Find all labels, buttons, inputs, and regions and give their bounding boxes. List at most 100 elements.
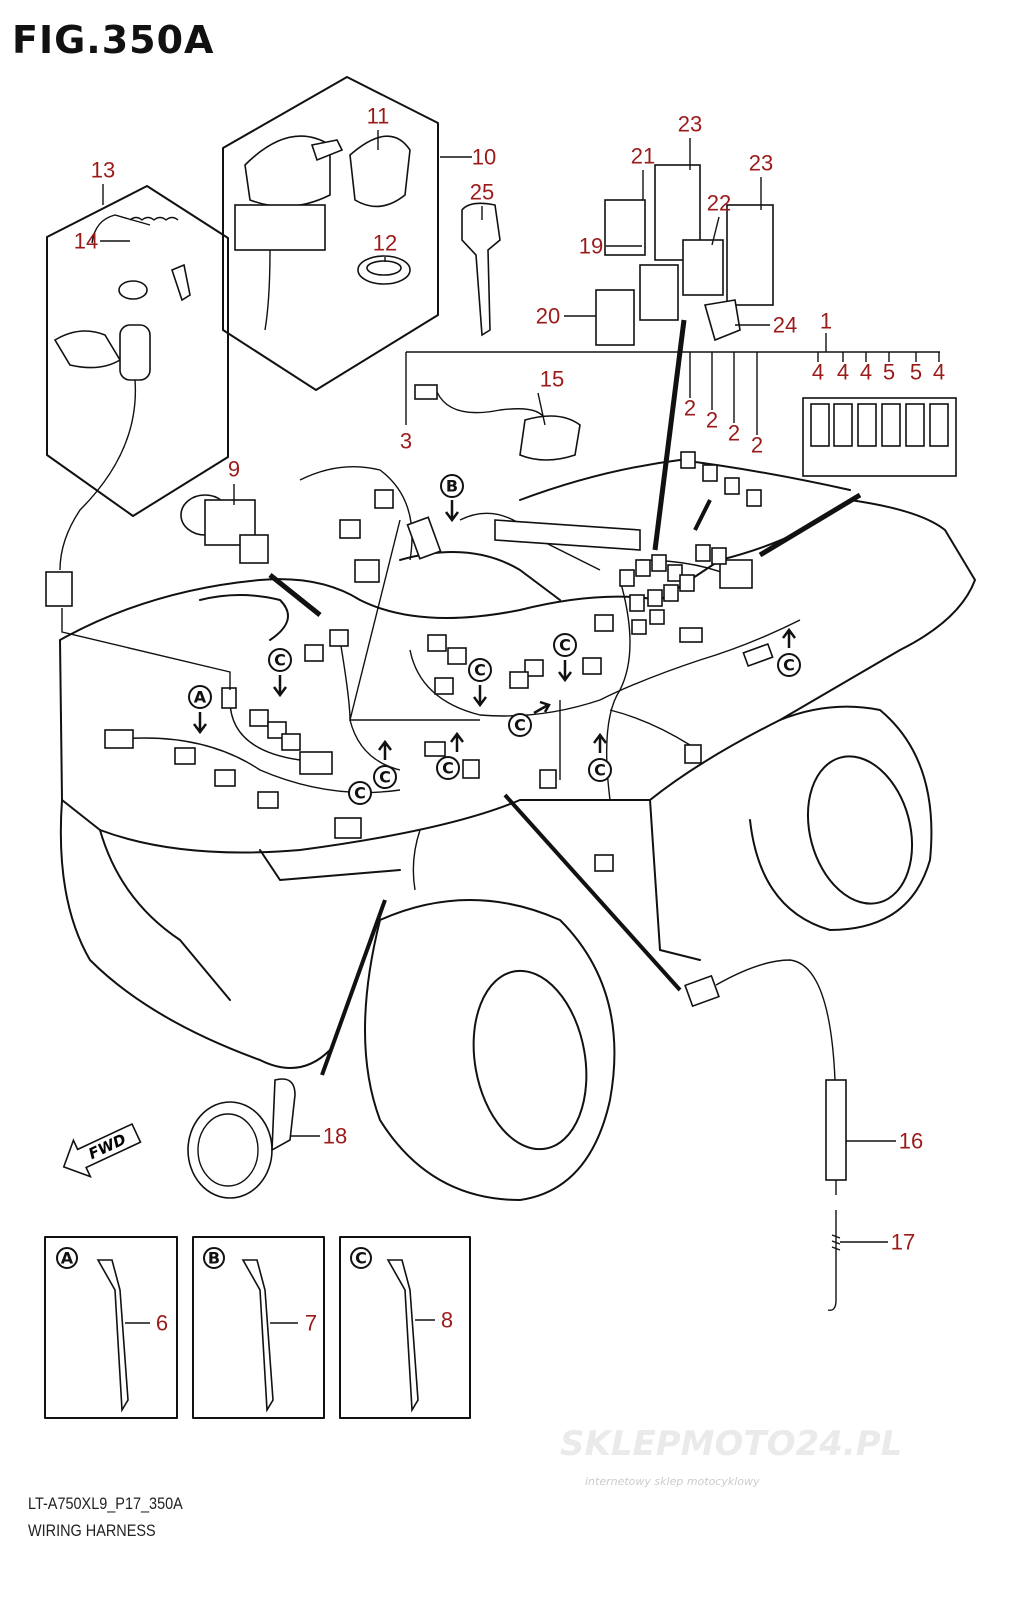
handlebar-grip xyxy=(494,519,641,551)
leader-lines xyxy=(100,130,896,1243)
connector xyxy=(594,614,614,632)
part-9 xyxy=(180,494,269,564)
callout-3[interactable]: 3 xyxy=(400,429,412,454)
svg-text:C: C xyxy=(442,759,454,778)
callout-2[interactable]: 2 xyxy=(706,408,718,433)
connector xyxy=(434,677,454,695)
connector xyxy=(406,516,442,560)
connector xyxy=(174,747,196,765)
callout-23[interactable]: 23 xyxy=(678,112,702,137)
callout-17[interactable]: 17 xyxy=(891,1230,915,1255)
atv-outline xyxy=(59,459,976,1201)
connector xyxy=(509,671,529,689)
callout-21[interactable]: 21 xyxy=(631,144,655,169)
callout-18[interactable]: 18 xyxy=(323,1124,347,1149)
footer-name: WIRING HARNESS xyxy=(28,1521,156,1540)
callout-9[interactable]: 9 xyxy=(228,457,240,482)
watermark-text: SKLEPMOTO24.PL xyxy=(560,1424,902,1464)
callout-24[interactable]: 24 xyxy=(773,313,797,338)
callout-11[interactable]: 11 xyxy=(367,104,390,129)
connector xyxy=(329,629,349,647)
connector xyxy=(742,642,774,668)
callout-7[interactable]: 7 xyxy=(305,1311,317,1336)
callout-12[interactable]: 12 xyxy=(373,231,397,256)
connector xyxy=(424,741,446,757)
callout-19[interactable]: 19 xyxy=(579,234,603,259)
callout-15[interactable]: 15 xyxy=(540,367,564,392)
connector xyxy=(221,687,237,709)
sensor-16 xyxy=(684,959,847,1195)
svg-text:C: C xyxy=(474,661,486,680)
callouts: 1 2 2 2 2 3 4 4 4 5 5 4 6 7 8 9 10 11 12… xyxy=(74,104,945,1336)
callout-2[interactable]: 2 xyxy=(684,396,696,421)
callout-6[interactable]: 6 xyxy=(156,1311,168,1336)
ref-marker-c: C xyxy=(508,713,532,737)
detail-letter-a: A xyxy=(56,1247,78,1269)
svg-text:C: C xyxy=(379,768,391,787)
callout-25[interactable]: 25 xyxy=(470,180,494,205)
figure-title: FIG.350A xyxy=(12,18,215,62)
callout-13[interactable]: 13 xyxy=(91,158,115,183)
detail-letter-b: B xyxy=(203,1247,225,1269)
connector xyxy=(104,729,134,749)
connector xyxy=(299,751,333,775)
connector xyxy=(334,817,362,839)
ref-marker-c: C xyxy=(777,653,801,677)
callout-2[interactable]: 2 xyxy=(751,433,763,458)
svg-text:C: C xyxy=(783,656,795,675)
horn-18 xyxy=(187,1078,296,1199)
callout-5[interactable]: 5 xyxy=(910,360,922,385)
fuse-box xyxy=(405,333,957,507)
callout-1[interactable]: 1 xyxy=(820,309,832,334)
connector xyxy=(354,559,380,583)
callout-4[interactable]: 4 xyxy=(812,360,824,385)
callout-4[interactable]: 4 xyxy=(837,360,849,385)
callout-14[interactable]: 14 xyxy=(74,229,98,254)
connector xyxy=(684,744,702,764)
callout-8[interactable]: 8 xyxy=(441,1308,453,1333)
svg-text:C: C xyxy=(274,651,286,670)
ref-marker-b: B xyxy=(440,474,464,498)
svg-text:B: B xyxy=(208,1249,220,1268)
svg-text:C: C xyxy=(355,1249,367,1268)
detail-box-a xyxy=(44,1236,178,1419)
ref-marker-c: C xyxy=(268,648,292,672)
callout-4[interactable]: 4 xyxy=(933,360,945,385)
callout-2[interactable]: 2 xyxy=(728,421,740,446)
connector xyxy=(594,854,614,872)
footer-code: LT-A750XL9_P17_350A xyxy=(28,1494,183,1513)
connector xyxy=(679,627,703,643)
reference-markers: B A C C C C C C C C C A B C xyxy=(56,474,801,1269)
ref-marker-c: C xyxy=(348,781,372,805)
ref-marker-c: C xyxy=(588,758,612,782)
connector xyxy=(214,769,236,787)
callout-10[interactable]: 10 xyxy=(472,145,496,170)
relay-cluster xyxy=(619,544,727,635)
connector xyxy=(539,769,557,789)
svg-text:A: A xyxy=(61,1249,74,1268)
callout-22[interactable]: 22 xyxy=(707,191,731,216)
connector xyxy=(281,733,301,751)
callout-16[interactable]: 16 xyxy=(899,1129,923,1154)
callout-4[interactable]: 4 xyxy=(860,360,872,385)
callout-20[interactable]: 20 xyxy=(536,304,560,329)
spring-17 xyxy=(827,1210,841,1311)
detail-box-c xyxy=(339,1236,471,1419)
connector xyxy=(339,519,361,539)
ref-marker-c: C xyxy=(373,765,397,789)
ref-marker-c: C xyxy=(468,658,492,682)
svg-text:B: B xyxy=(446,477,458,496)
pointer-lines xyxy=(268,319,862,1076)
connector xyxy=(257,791,279,809)
ref-marker-c: C xyxy=(436,756,460,780)
key-25 xyxy=(461,202,501,337)
svg-text:C: C xyxy=(594,761,606,780)
connectors xyxy=(104,489,774,872)
kit-box-13 xyxy=(45,185,231,690)
callout-5[interactable]: 5 xyxy=(883,360,895,385)
connector xyxy=(462,759,480,779)
callout-23[interactable]: 23 xyxy=(749,151,773,176)
svg-text:C: C xyxy=(559,636,571,655)
connector xyxy=(447,647,467,665)
